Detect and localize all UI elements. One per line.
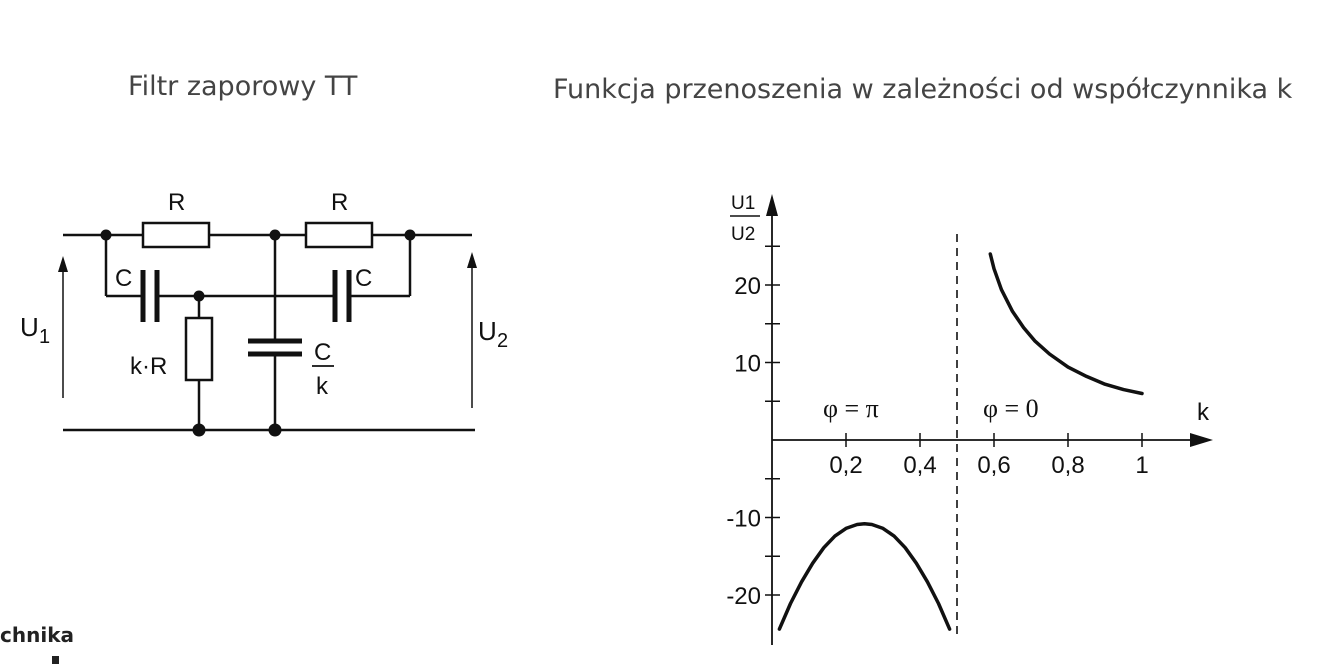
y-label-numerator: U1 [731,193,755,214]
node-top-mid [269,229,281,241]
circuit-diagram [62,221,475,432]
output-voltage-symbol: U [478,316,497,346]
circuit-nodes [100,229,416,437]
transfer-function-chart: U1 U2 k 0,2 0,4 0,6 0,8 1 20 10 -10 -20 φ = π φ … [726,193,1213,645]
curves-layer [777,252,1144,631]
cap-mid-denominator: k [316,373,329,400]
node-bottom-mid [268,423,282,437]
node-top-left [100,229,112,241]
university-logo-text: chnika [0,623,74,647]
curve-positive-branch [988,252,1144,396]
cap-left-label: C [115,265,132,292]
ticks-layer: 0,2 0,4 0,6 0,8 1 20 10 -10 -20 [726,245,1149,610]
curve-negative-branch [777,521,952,631]
x-tick-label: 0,6 [977,452,1010,479]
output-voltage-subscript: 2 [497,330,508,352]
resistor-left [141,221,211,249]
y-tick-label: 10 [734,351,761,378]
x-tick-label: 1 [1135,452,1148,479]
phase-label-left: φ = π [823,394,879,423]
x-tick-label: 0,2 [829,452,862,479]
university-logo-mark [52,656,59,664]
resistor-kr-label: k·R [130,353,167,380]
input-voltage-label: U 1 [20,312,50,348]
y-tick-label: -10 [726,506,761,533]
resistor-right [304,221,374,249]
cap-right-label: C [355,265,372,292]
resistor-right-label: R [331,189,348,216]
cap-mid-numerator: C [314,339,331,366]
x-tick-label: 0,4 [903,452,936,479]
x-axis-label: k [1197,399,1210,426]
u2-arrowhead [467,252,477,268]
y-axis-arrowhead [766,194,778,216]
output-voltage-label: U 2 [478,316,508,352]
u1-arrowhead [58,256,68,272]
input-voltage-subscript: 1 [39,326,50,348]
x-tick-label: 0,8 [1051,452,1084,479]
right-title: Funkcja przenoszenia w zależności od wsp… [553,74,1293,105]
input-voltage-symbol: U [20,312,39,342]
node-top-right [404,229,416,241]
y-tick-label: -20 [726,583,761,610]
phase-label-right: φ = 0 [983,394,1039,423]
resistor-left-label: R [168,189,185,216]
y-label-denominator: U2 [731,224,755,245]
resistor-kr [184,316,214,382]
x-axis-arrowhead [1190,433,1213,447]
y-axis-label: U1 U2 [730,193,760,245]
left-title: Filtr zaporowy TT [128,71,358,102]
y-tick-label: 20 [734,273,761,300]
node-kr-top [193,290,205,302]
node-bottom-kr [192,423,206,437]
